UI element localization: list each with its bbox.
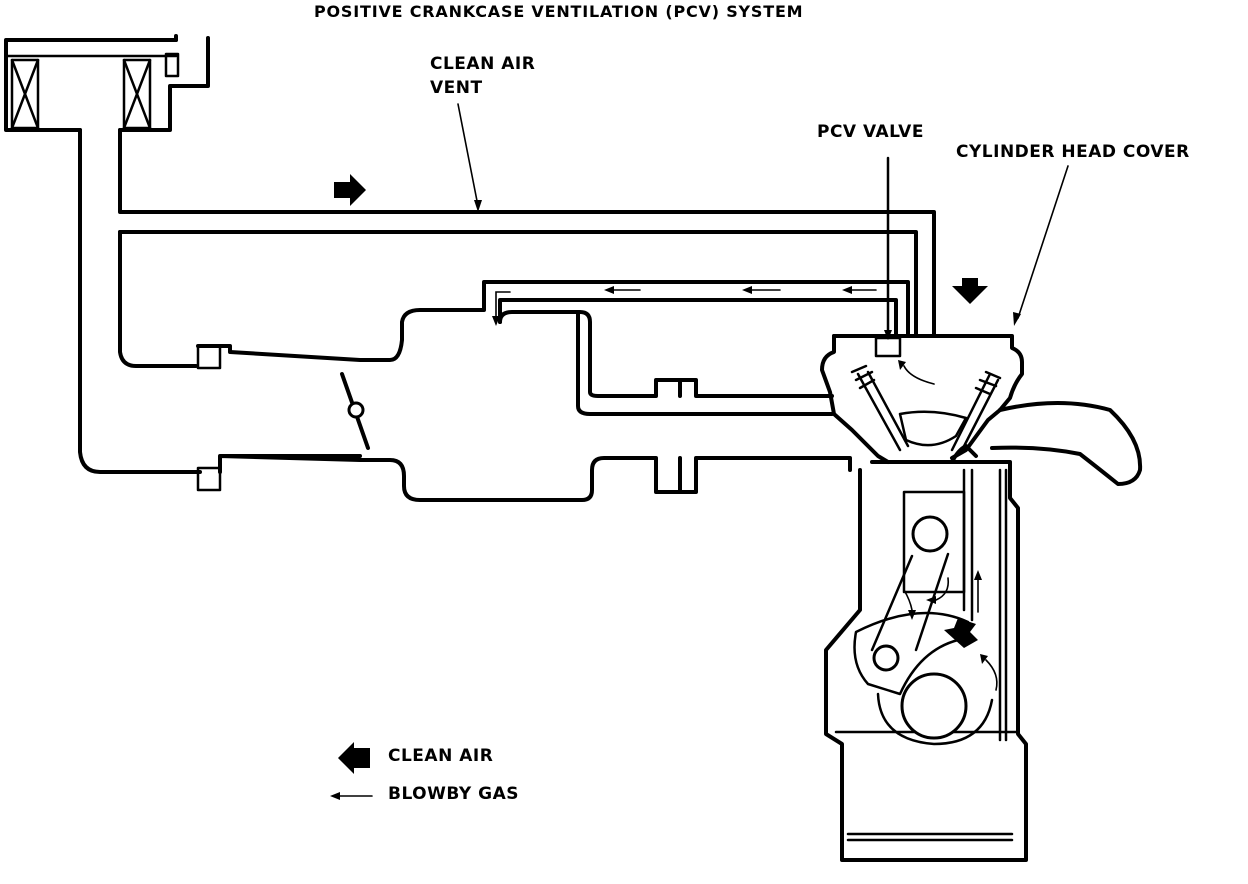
- intake-duct: [78, 128, 222, 492]
- exhaust-valve: [950, 370, 1002, 456]
- legend-clean-air-arrow-icon: [338, 742, 370, 774]
- blowby-arrow-top-1: [842, 286, 877, 294]
- piston-assembly: [870, 490, 966, 652]
- clean-air-arrows: [334, 174, 988, 648]
- intake-manifold: [196, 280, 910, 502]
- legend-clean-air-label: CLEAN AIR: [388, 746, 494, 766]
- exhaust-manifold: [990, 401, 1143, 486]
- legend: [330, 742, 373, 800]
- throttle-plate: [340, 372, 370, 450]
- cylinder-head-cover-label: CYLINDER HEAD COVER: [956, 142, 1190, 162]
- legend-blowby-gas-label: BLOWBY GAS: [388, 784, 519, 804]
- diagram-title: POSITIVE CRANKCASE VENTILATION (PCV) SYS…: [314, 2, 804, 21]
- blowby-arrow-into-manifold: [492, 291, 511, 326]
- clean-air-arrow-vent: [334, 174, 366, 206]
- clean-air-vent-label-line2: VENT: [430, 78, 483, 98]
- blowby-arrow-rise-2: [980, 654, 998, 691]
- clean-air-vent-label-line1: CLEAN AIR: [430, 54, 536, 74]
- blowby-arrow-crank-2: [926, 577, 950, 604]
- blowby-gas-arrows: [492, 286, 998, 691]
- air-filter-element-right: [122, 58, 152, 130]
- air-filter-element-left: [10, 58, 40, 130]
- pcv-valve-label: PCV VALVE: [817, 122, 924, 142]
- clean-air-vent-hose: [118, 128, 936, 368]
- blowby-arrow-head: [898, 360, 935, 385]
- blowby-arrow-rise-1: [974, 570, 982, 613]
- clean-air-arrow-crankcase: [944, 618, 978, 648]
- air-cleaner: [4, 34, 210, 132]
- blowby-arrow-crank-1: [903, 589, 916, 620]
- blowby-arrow-top-3: [604, 286, 641, 294]
- cylinder-head: [820, 334, 1024, 464]
- blowby-arrow-top-2: [742, 286, 781, 294]
- air-cleaner-tab: [164, 52, 180, 78]
- legend-blowby-arrow-icon: [330, 792, 373, 800]
- intake-valve: [850, 364, 910, 452]
- crankshaft: [853, 611, 994, 746]
- clean-air-arrow-down: [952, 278, 988, 304]
- leader-lines: [457, 103, 1069, 326]
